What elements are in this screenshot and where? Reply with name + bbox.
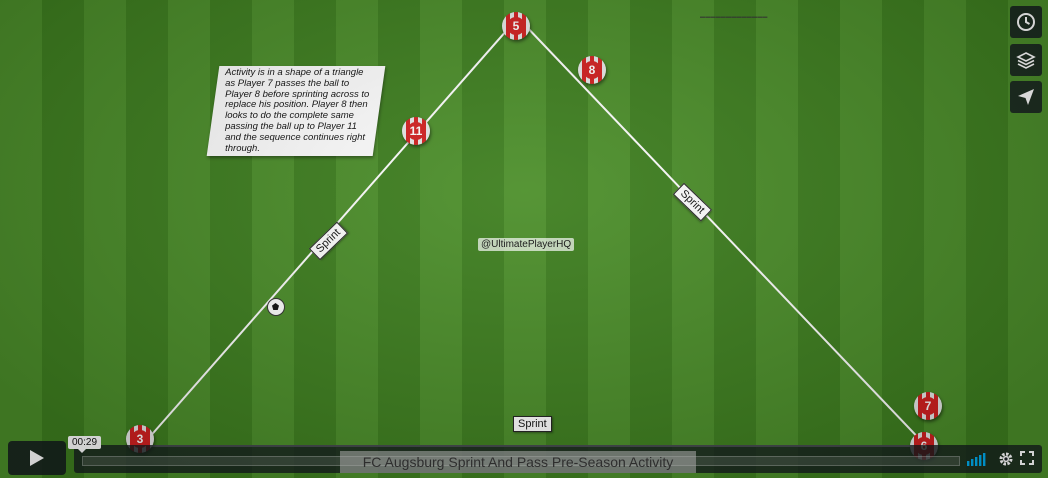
player-marker-11: 11 bbox=[402, 117, 430, 145]
player-number: 8 bbox=[583, 61, 601, 79]
right-line bbox=[521, 21, 929, 449]
player-marker-8: 8 bbox=[578, 56, 606, 84]
send-icon bbox=[1018, 89, 1034, 105]
play-icon bbox=[30, 450, 44, 466]
social-handle: @UltimatePlayerHQ bbox=[478, 238, 575, 251]
instruction-note: Activity is in a shape of a triangle as … bbox=[206, 66, 386, 156]
player-number: 3 bbox=[131, 430, 149, 448]
player-controls: FC Augsburg Sprint And Pass Pre-Season A… bbox=[0, 436, 1048, 478]
sprint-label-bottom: Sprint bbox=[513, 416, 552, 432]
layers-icon bbox=[1016, 52, 1036, 69]
player-number: 5 bbox=[507, 17, 525, 35]
player-number: 11 bbox=[407, 122, 425, 140]
settings-icon[interactable] bbox=[998, 451, 1014, 467]
player-marker-7: 7 bbox=[914, 392, 942, 420]
share-button[interactable] bbox=[1010, 81, 1042, 113]
clock-icon bbox=[1017, 13, 1035, 31]
instruction-text: Activity is in a shape of a triangle as … bbox=[225, 67, 370, 154]
player-number: 7 bbox=[919, 397, 937, 415]
timecode: 00:29 bbox=[68, 436, 102, 453]
player-marker-5: 5 bbox=[502, 12, 530, 40]
video-caption: FC Augsburg Sprint And Pass Pre-Season A… bbox=[340, 451, 696, 473]
collections-button[interactable] bbox=[1010, 44, 1042, 76]
play-button[interactable] bbox=[8, 441, 66, 475]
watch-later-button[interactable] bbox=[1010, 6, 1042, 38]
fullscreen-icon[interactable] bbox=[1020, 451, 1034, 465]
soccer-ball-icon bbox=[267, 298, 285, 316]
watermark-text: ▬▬▬▬▬▬▬▬▬▬▬▬▬ bbox=[700, 14, 768, 20]
volume-icon[interactable] bbox=[966, 451, 990, 467]
